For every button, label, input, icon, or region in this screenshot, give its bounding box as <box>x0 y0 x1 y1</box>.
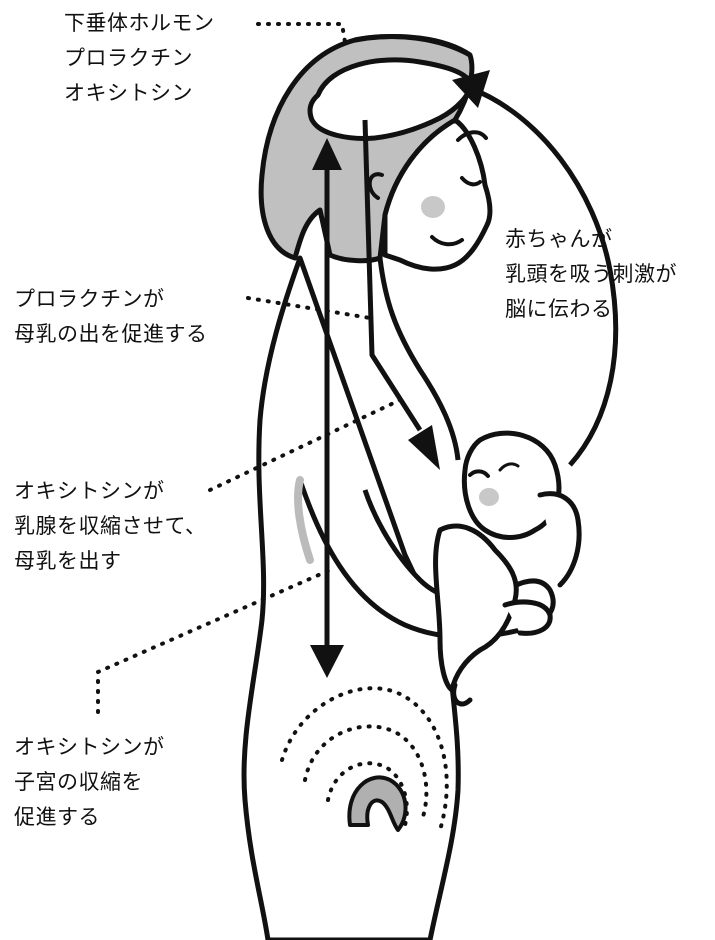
mother-cheek <box>421 196 445 218</box>
brain-to-breast-arrow <box>362 119 423 432</box>
label-baby-stimulus-line1: 赤ちゃんが <box>505 227 613 251</box>
mother-eye <box>460 176 482 187</box>
leader-oxytocin-uterus <box>96 568 332 714</box>
label-baby-stimulus: 赤ちゃんが 乳頭を吸う刺激が 脳に伝わる <box>505 222 677 327</box>
stimulus-curve <box>469 85 619 467</box>
label-oxytocin-milk: オキシトシンが 乳腺を収縮させて、 母乳を出す <box>14 474 206 579</box>
label-oxytocin-uterus-line1: オキシトシンが <box>14 735 165 759</box>
arrow-head-down <box>310 645 344 678</box>
label-oxytocin-milk-line3: 母乳を出す <box>14 549 122 573</box>
arrow-head-up <box>312 138 342 170</box>
mother-ear <box>367 172 384 200</box>
label-baby-stimulus-line2: 乳頭を吸う刺激が <box>505 262 677 286</box>
label-oxytocin-milk-line2: 乳腺を収縮させて、 <box>14 514 207 538</box>
label-oxytocin-uterus-line3: 促進する <box>14 805 100 829</box>
label-oxytocin-uterus: オキシトシンが 子宮の収縮を 促進する <box>14 730 165 835</box>
leader-pituitary <box>256 22 348 50</box>
label-prolactin-line2: 母乳の出を促進する <box>14 322 208 346</box>
label-prolactin-line1: プロラクチンが <box>14 287 165 311</box>
brain <box>307 57 473 141</box>
stimulus-arrow-head <box>452 70 490 108</box>
label-pituitary-line2: プロラクチン <box>64 46 193 70</box>
mother-face <box>382 117 493 272</box>
leader-prolactin <box>246 296 372 320</box>
label-prolactin: プロラクチンが 母乳の出を促進する <box>14 282 208 352</box>
label-pituitary: 下垂体ホルモン プロラクチン オキシトシン <box>64 6 215 111</box>
label-pituitary-line3: オキシトシン <box>64 81 193 105</box>
mother-body <box>241 255 461 940</box>
uterus <box>347 775 408 832</box>
mother-mouth <box>430 235 464 247</box>
baby <box>433 430 582 707</box>
label-oxytocin-milk-line1: オキシトシンが <box>14 479 165 503</box>
label-pituitary-line1: 下垂体ホルモン <box>64 11 215 35</box>
label-baby-stimulus-line3: 脳に伝わる <box>505 297 613 321</box>
label-oxytocin-uterus-line2: 子宮の収縮を <box>14 770 143 794</box>
mother-brow <box>456 130 488 142</box>
mother-arm <box>297 479 556 640</box>
